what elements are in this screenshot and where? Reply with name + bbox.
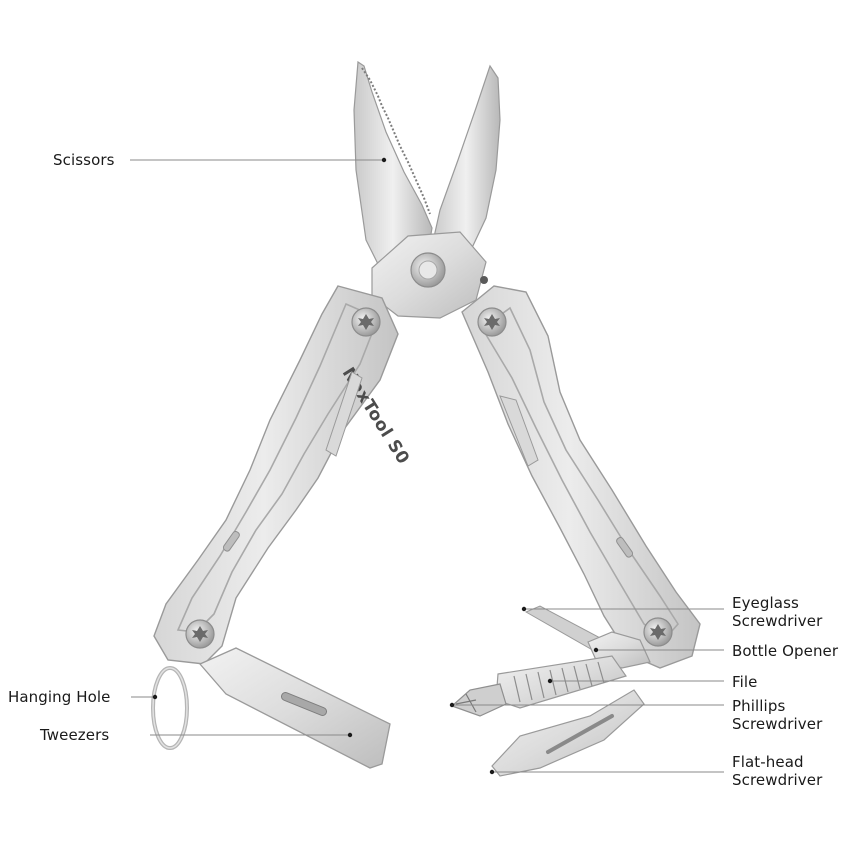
scissors-serration — [361, 67, 431, 215]
tweezers-body — [198, 647, 391, 769]
keyring-icon — [151, 666, 189, 750]
label-phillips-line2: Screwdriver — [732, 715, 823, 733]
leader-bottle-opener-dot — [593, 647, 599, 653]
label-eyeglass-line2: Screwdriver — [732, 612, 823, 630]
label-phillips-screwdriver: Phillips Screwdriver — [732, 697, 822, 733]
tweezers-slot — [280, 692, 328, 716]
scissors-pivot-cap — [418, 260, 438, 280]
scissors-tool — [353, 60, 501, 319]
left-top-screw-icon — [351, 307, 381, 337]
leader-file-dot — [547, 678, 553, 684]
label-eyeglass-screwdriver: Eyeglass Screwdriver — [732, 594, 822, 630]
left-handle: NexTool S0 — [153, 285, 413, 665]
right-handle-slot — [616, 536, 634, 558]
label-eyeglass-line1: Eyeglass — [732, 594, 799, 612]
tweezers-tool — [198, 647, 391, 769]
left-inner-tool — [325, 371, 363, 457]
leader-eyeglass-dot — [521, 606, 527, 612]
label-flathead-line2: Screwdriver — [732, 771, 823, 789]
label-phillips-line1: Phillips — [732, 697, 786, 715]
label-bottle-opener: Bottle Opener — [732, 642, 839, 660]
left-handle-body — [153, 285, 399, 665]
leader-tweezers-dot — [347, 732, 353, 738]
label-file: File — [732, 673, 758, 691]
file-tool — [495, 655, 627, 709]
right-top-screw-icon — [477, 307, 507, 337]
label-flathead-screwdriver: Flat-head Screwdriver — [732, 753, 822, 789]
leader-flathead-dot — [489, 769, 495, 775]
flathead-screwdriver-tool — [491, 689, 645, 777]
scissors-right-blade — [431, 64, 501, 263]
right-handle — [325, 285, 701, 669]
right-inner-tool — [499, 395, 539, 467]
label-scissors: Scissors — [53, 151, 115, 169]
label-flathead-line1: Flat-head — [732, 753, 804, 771]
leader-lines — [130, 157, 724, 775]
left-handle-slot — [222, 530, 240, 552]
right-bottom-screw-icon — [643, 617, 673, 647]
leader-hanging-hole-dot — [152, 694, 158, 700]
label-tweezers: Tweezers — [40, 726, 110, 744]
scissors-small-pin — [480, 276, 488, 284]
left-bottom-screw-icon — [185, 619, 215, 649]
phillips-screwdriver-tool — [450, 683, 507, 717]
label-hanging-hole: Hanging Hole — [8, 688, 111, 706]
leader-phillips-dot — [449, 702, 455, 708]
file-texture — [513, 661, 605, 703]
right-handle-body — [461, 285, 701, 669]
right-handle-groove — [480, 306, 679, 642]
leader-scissors-dot — [381, 157, 387, 163]
